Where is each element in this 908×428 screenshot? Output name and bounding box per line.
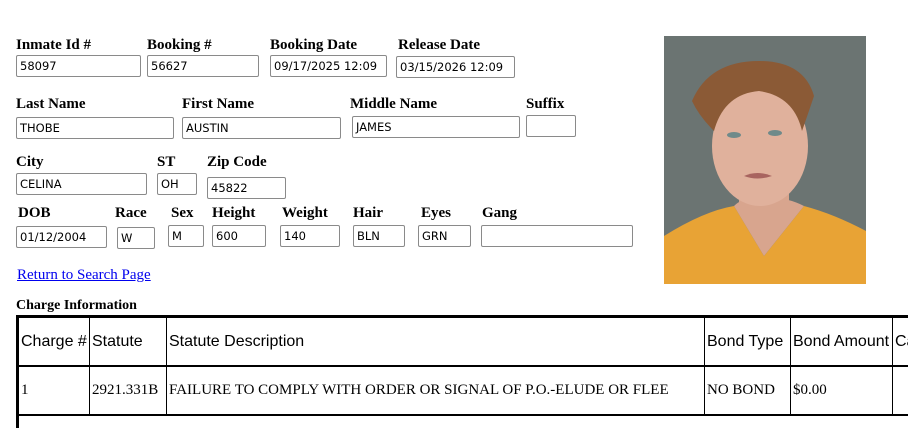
zip-code-field[interactable]: 45822 [207, 177, 286, 199]
eyes-field[interactable]: GRN [418, 225, 471, 247]
statute-description-cell: FAILURE TO COMPLY WITH ORDER OR SIGNAL O… [166, 366, 705, 416]
booking-date-label: Booking Date [270, 37, 358, 53]
sex-field[interactable]: M [168, 225, 204, 247]
height-field[interactable]: 600 [212, 225, 266, 247]
booking-number-label: Booking # [147, 37, 212, 53]
table-row: 1 2921.331B FAILURE TO COMPLY WITH ORDER… [17, 366, 908, 416]
first-name-label: First Name [182, 96, 255, 112]
state-field[interactable]: OH [157, 173, 197, 195]
release-date-label: Release Date [398, 37, 481, 53]
suffix-label: Suffix [526, 96, 565, 112]
last-name-field[interactable]: THOBE [16, 117, 174, 139]
weight-field[interactable]: 140 [280, 225, 340, 247]
first-name-field[interactable]: AUSTIN [182, 117, 341, 139]
suffix-field[interactable] [526, 115, 576, 137]
header-charge-number: Charge # [17, 316, 90, 367]
inmate-id-label: Inmate Id # [16, 37, 92, 53]
bond-type-cell: NO BOND [704, 366, 791, 416]
dob-field[interactable]: 01/12/2004 [16, 226, 107, 248]
table-row-partial [18, 415, 908, 428]
table-header-row: Charge # Statute Statute Description Bon… [17, 316, 908, 367]
booking-date-field[interactable]: 09/17/2025 12:09 [270, 55, 387, 77]
header-bond-amount: Bond Amount [790, 316, 893, 367]
race-field[interactable]: W [117, 227, 155, 249]
header-statute: Statute [89, 316, 167, 367]
statute-cell: 2921.331B [89, 366, 167, 416]
charges-table: Charge # Statute Statute Description Bon… [16, 315, 908, 428]
bond-amount-cell: $0.00 [790, 366, 893, 416]
return-to-search-link[interactable]: Return to Search Page [17, 267, 151, 283]
header-bond-type: Bond Type [704, 316, 791, 367]
gang-label: Gang [482, 205, 518, 221]
city-field[interactable]: CELINA [16, 173, 147, 195]
eyes-label: Eyes [421, 205, 451, 221]
dob-label: DOB [18, 205, 51, 221]
truncated-cell [892, 366, 908, 416]
sex-label: Sex [171, 205, 194, 221]
zip-code-label: Zip Code [207, 154, 267, 170]
inmate-photo [664, 36, 866, 284]
city-label: City [16, 154, 44, 170]
release-date-field[interactable]: 03/15/2026 12:09 [396, 56, 515, 78]
header-truncated-column: Ca [892, 316, 908, 367]
charge-information-heading: Charge Information [16, 298, 137, 313]
weight-label: Weight [282, 205, 328, 221]
hair-label: Hair [353, 205, 383, 221]
middle-name-label: Middle Name [350, 96, 438, 112]
middle-name-field[interactable]: JAMES [352, 116, 520, 138]
height-label: Height [212, 205, 256, 221]
header-statute-description: Statute Description [166, 316, 705, 367]
last-name-label: Last Name [16, 96, 86, 112]
state-label: ST [157, 154, 176, 170]
hair-field[interactable]: BLN [353, 225, 405, 247]
charge-number-cell: 1 [17, 366, 90, 416]
gang-field[interactable] [481, 225, 633, 247]
inmate-id-field[interactable]: 58097 [16, 55, 141, 77]
booking-number-field[interactable]: 56627 [147, 55, 259, 77]
race-label: Race [115, 205, 147, 221]
